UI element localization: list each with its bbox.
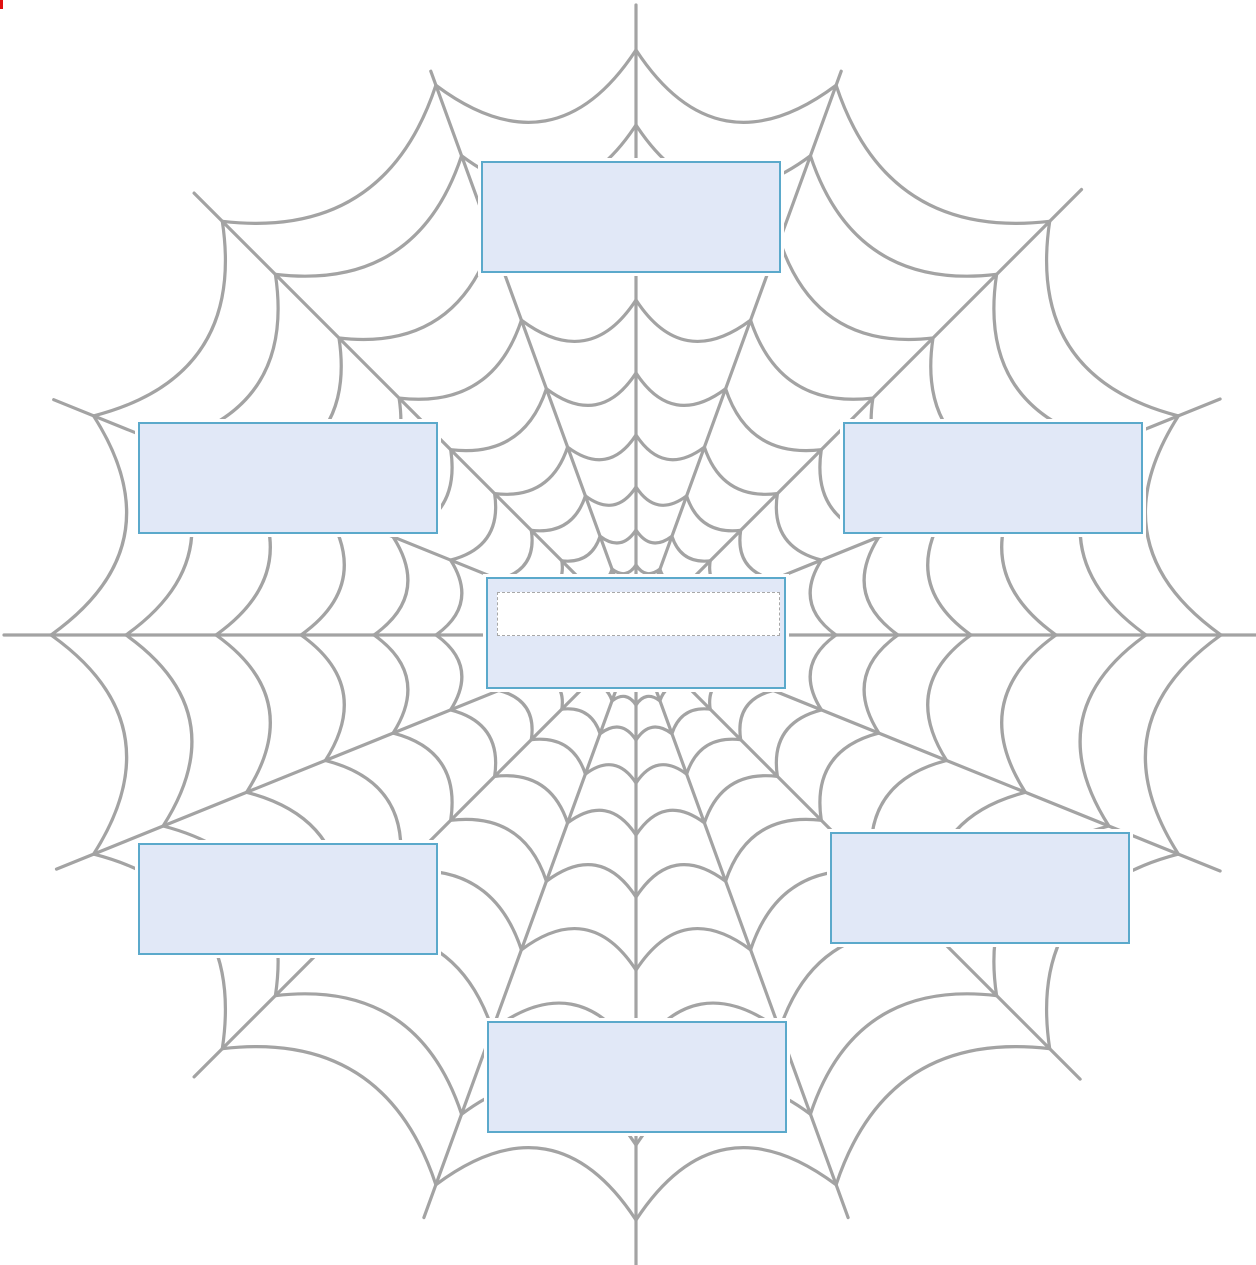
web-ring-segment: [546, 865, 636, 897]
web-ring-segment: [585, 765, 636, 783]
web-ring-segment: [636, 565, 660, 574]
web-ring-segment: [636, 50, 836, 122]
web-ring-segment: [521, 929, 636, 970]
web-ring-segment: [836, 1047, 1050, 1185]
web-ring-segment: [776, 494, 821, 560]
web-ring-segment: [740, 530, 773, 579]
web-ring-segment: [495, 776, 568, 823]
web-ring-segment: [436, 635, 462, 710]
web-ring-segment: [740, 690, 773, 739]
web-ring-segment: [636, 300, 751, 341]
web-ring-segment: [275, 156, 461, 276]
web-ring-segment: [451, 389, 547, 451]
web-ring-segment: [687, 739, 741, 774]
web-ring-segment: [499, 690, 532, 739]
web-ring-segment: [780, 931, 933, 1030]
web-ring-segment: [1145, 416, 1221, 635]
web-ring-segment: [928, 635, 971, 761]
web-box-center[interactable]: [486, 577, 786, 689]
web-ring-segment: [374, 635, 408, 733]
web-ring-segment: [374, 537, 408, 635]
web-ring-segment: [51, 635, 127, 854]
web-ring-segment: [636, 373, 726, 405]
web-box-bottom[interactable]: [487, 1021, 787, 1133]
web-box-top[interactable]: [481, 161, 781, 273]
web-ring-segment: [1047, 221, 1179, 416]
web-ring-segment: [1145, 635, 1221, 854]
web-ring-segment: [836, 85, 1050, 223]
web-ring-segment: [531, 496, 585, 531]
web-ring-segment: [636, 765, 687, 783]
web-box-upper-left[interactable]: [138, 422, 438, 534]
web-ring-segment: [393, 733, 452, 820]
web-ring-segment: [436, 1148, 636, 1220]
web-ring-segment: [810, 560, 836, 635]
web-ring-segment: [275, 994, 461, 1114]
web-ring-segment: [495, 447, 568, 494]
web-ring-segment: [810, 156, 996, 276]
web-ring-segment: [820, 733, 879, 820]
web-ring-segment: [726, 389, 822, 451]
web-ring-segment: [687, 496, 741, 531]
web-ring-segment: [672, 709, 710, 734]
web-ring-segment: [776, 710, 821, 777]
web-ring-segment: [51, 416, 127, 635]
web-ring-segment: [451, 710, 496, 777]
web-box-lower-left[interactable]: [138, 843, 438, 955]
web-ring-segment: [222, 85, 436, 223]
web-ring-segment: [451, 819, 547, 881]
web-ring-segment: [126, 635, 192, 826]
web-ring-segment: [810, 635, 836, 710]
web-ring-segment: [780, 240, 933, 339]
web-ring-segment: [222, 1047, 436, 1185]
web-ring-segment: [612, 565, 636, 574]
web-ring-segment: [301, 635, 344, 761]
web-ring-segment: [636, 435, 704, 460]
web-ring-segment: [562, 536, 600, 561]
web-ring-segment: [94, 221, 226, 416]
web-ring-segment: [568, 435, 636, 460]
web-ring-segment: [499, 530, 532, 579]
web-ring-segment: [521, 300, 636, 341]
web-ring-segment: [339, 240, 492, 339]
web-ring-segment: [600, 530, 636, 543]
web-ring-segment: [399, 320, 521, 399]
web-ring-segment: [636, 810, 704, 835]
web-ring-segment: [600, 727, 636, 740]
web-box-lower-right[interactable]: [830, 832, 1130, 944]
web-ring-segment: [531, 739, 585, 774]
web-ring-segment: [704, 776, 777, 823]
web-ring-segment: [636, 696, 660, 705]
web-ring-segment: [612, 696, 636, 705]
web-ring-segment: [636, 865, 726, 897]
web-ring-segment: [751, 320, 873, 399]
web-ring-segment: [636, 1148, 836, 1220]
web-ring-segment: [704, 447, 777, 494]
web-ring-segment: [636, 727, 672, 740]
web-ring-segment: [436, 50, 636, 122]
web-ring-segment: [636, 530, 672, 543]
web-ring-segment: [864, 537, 898, 635]
web-ring-segment: [810, 994, 996, 1114]
center-text-edit-field[interactable]: [497, 592, 780, 636]
web-ring-segment: [864, 635, 898, 733]
web-ring-segment: [636, 929, 751, 970]
web-ring-segment: [1002, 635, 1056, 792]
web-box-upper-right[interactable]: [843, 422, 1143, 534]
web-ring-segment: [436, 560, 462, 635]
web-ring-segment: [546, 373, 636, 405]
web-ring-segment: [568, 810, 636, 835]
web-ring-segment: [451, 494, 496, 560]
web-ring-segment: [585, 487, 636, 505]
web-ring-segment: [726, 819, 822, 881]
web-ring-segment: [1080, 635, 1146, 826]
web-ring-segment: [562, 709, 600, 734]
web-ring-segment: [636, 487, 687, 505]
web-ring-segment: [672, 536, 710, 561]
web-ring-segment: [216, 635, 270, 792]
